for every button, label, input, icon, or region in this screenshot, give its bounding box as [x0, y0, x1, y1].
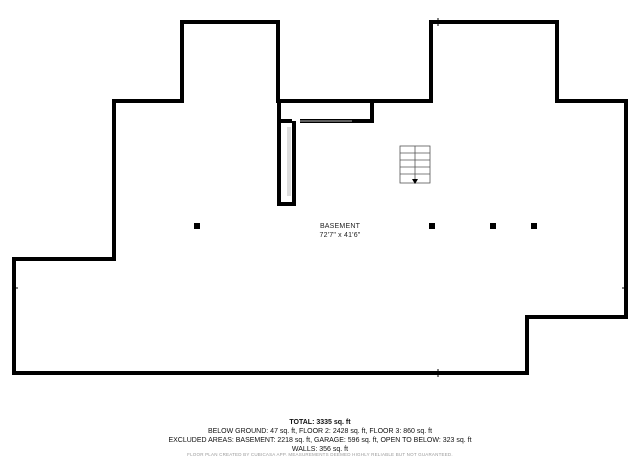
stairs — [399, 145, 431, 184]
summary-line-walls: WALLS: 356 sq. ft — [291, 446, 349, 453]
support-columns — [194, 223, 537, 229]
column — [429, 223, 435, 229]
total-area: TOTAL: 3335 sq. ft — [289, 419, 351, 426]
outer-wall — [12, 20, 628, 375]
column — [531, 223, 537, 229]
wall-ticks — [15, 18, 625, 377]
area-summary: TOTAL: 3335 sq. ft BELOW GROUND: 47 sq. … — [0, 418, 640, 454]
summary-line-excluded: EXCLUDED AREAS: BASEMENT: 2218 sq. ft, G… — [168, 437, 472, 444]
room-dimensions: 72'7" x 41'6" — [319, 232, 361, 239]
summary-line-floors: BELOW GROUND: 47 sq. ft, FLOOR 2: 2428 s… — [207, 428, 433, 435]
disclaimer: FLOOR PLAN CREATED BY CUBICASA APP. MEAS… — [187, 452, 453, 457]
floor-plan — [12, 18, 628, 377]
column — [194, 223, 200, 229]
room-label: BASEMENT 72'7" x 41'6" — [300, 222, 380, 240]
room-name: BASEMENT — [319, 223, 361, 230]
closet-door — [287, 120, 352, 196]
column — [490, 223, 496, 229]
stairs-arrow-icon — [412, 179, 418, 184]
closet-walls — [277, 101, 374, 206]
